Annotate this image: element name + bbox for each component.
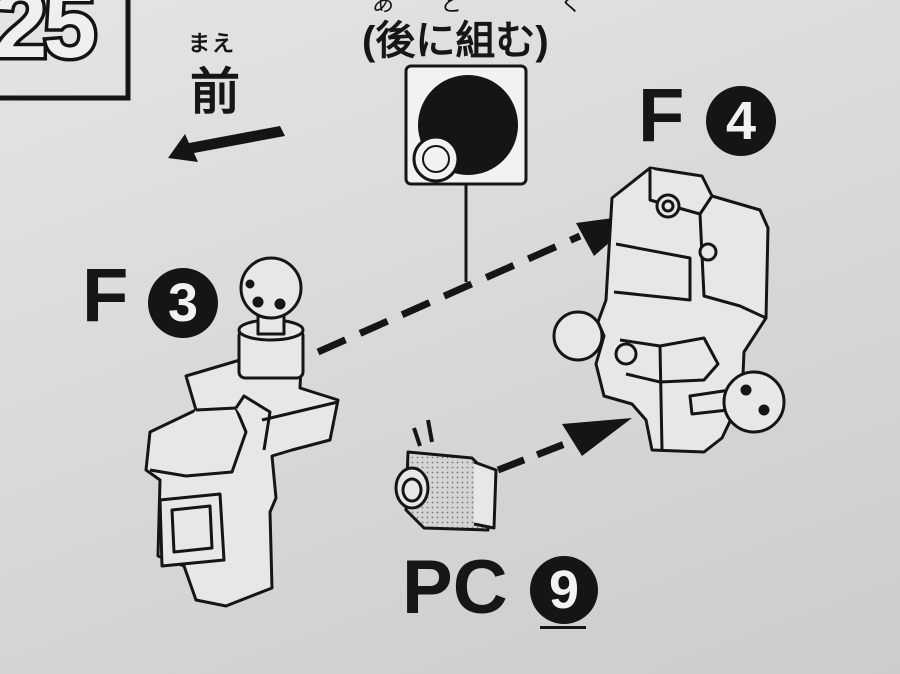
part-pc-number-badge: 9 [530, 556, 598, 624]
front-label: 前 [190, 64, 240, 120]
step-number-frame [0, 0, 131, 101]
part-pc-underline [540, 626, 586, 629]
step-number: 25 [0, 0, 100, 82]
insert-arrow-icon [562, 418, 632, 456]
assemble-later-ruby: あと く [372, 0, 629, 16]
part-f3-drawing [144, 256, 340, 608]
guide-line-pc-f4 [496, 434, 582, 474]
part-f3-number-badge: 3 [148, 268, 218, 338]
part-f3-letter: F [82, 253, 129, 338]
part-f4-number-badge: 4 [706, 86, 776, 156]
front-direction-arrow-icon [168, 126, 285, 162]
part-f4-letter: F [638, 73, 685, 158]
guide-line-f3-f4 [316, 232, 582, 356]
part-f4-drawing [552, 166, 786, 454]
part-pc-letters: PC [402, 545, 508, 630]
assemble-later-label: (後に組む) [362, 19, 549, 63]
front-ruby: まえ [188, 31, 237, 56]
part-pc-drawing [394, 419, 498, 532]
assemble-later-icon [404, 64, 528, 186]
